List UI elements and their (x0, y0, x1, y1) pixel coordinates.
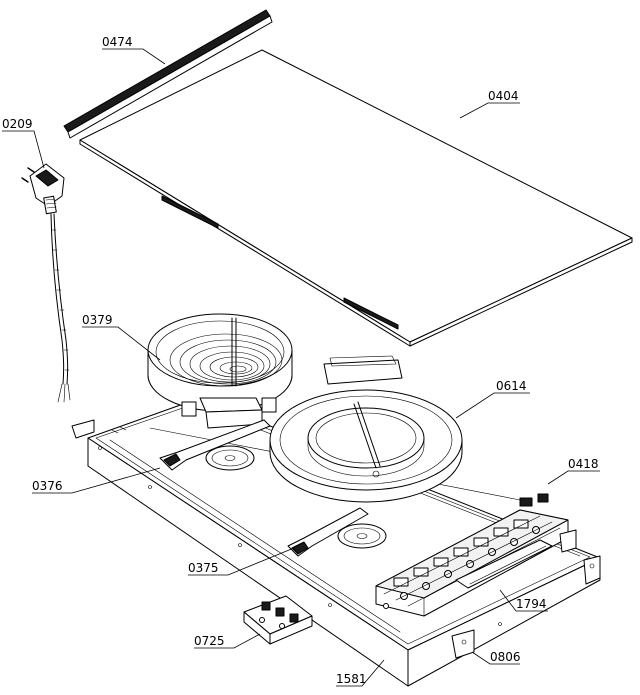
knob-bracket-right (287, 507, 387, 557)
mounting-clips (71, 419, 601, 659)
terminal-block-rail (455, 539, 553, 589)
label-0474: 0474 (102, 35, 133, 49)
dual-radiant-heater (269, 355, 463, 503)
control-board (375, 493, 569, 617)
label-1581: 1581 (336, 672, 367, 686)
terminal-block (243, 595, 313, 645)
label-0404: 0404 (488, 89, 519, 103)
glass-ceramic-top (79, 49, 633, 347)
part-labels: 0474 0404 0209 0379 0614 0418 0376 0375 … (2, 35, 599, 686)
leader-lines (2, 48, 600, 687)
power-cord (21, 163, 71, 403)
label-0418: 0418 (568, 457, 599, 471)
seal-strip (63, 9, 273, 139)
label-0379: 0379 (82, 313, 113, 327)
label-0209: 0209 (2, 117, 33, 131)
radiant-heater (147, 313, 293, 429)
label-0725: 0725 (194, 634, 225, 648)
label-0614: 0614 (496, 379, 527, 393)
label-0376: 0376 (32, 479, 63, 493)
label-0806: 0806 (490, 650, 521, 664)
label-0375: 0375 (188, 561, 219, 575)
knob-bracket-left (159, 419, 271, 471)
label-1794: 1794 (516, 597, 547, 611)
